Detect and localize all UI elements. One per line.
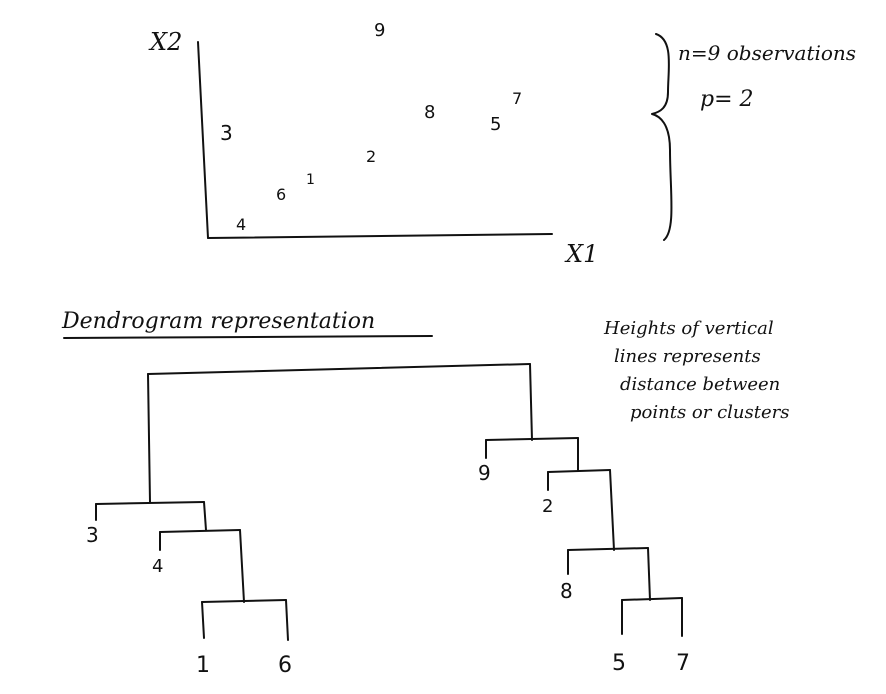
explanation-line-4: points or clusters — [630, 402, 789, 423]
explanation-line-1: Heights of vertical — [603, 318, 774, 339]
point-label-6: 6 — [276, 185, 286, 204]
root-crossbar — [147, 363, 531, 375]
x-axis-label: X1 — [564, 240, 598, 268]
leaf-label-6: 6 — [278, 653, 292, 678]
merge-2-cluster-crossbar — [547, 469, 611, 473]
point-label-8: 8 — [424, 102, 435, 123]
merge-1-6-crossbar — [201, 599, 287, 603]
leaf-label-3: 3 — [86, 523, 99, 547]
merge-8-cluster-right-drop — [647, 547, 651, 601]
explanation-line-3: distance between — [620, 374, 780, 395]
point-label-5: 5 — [490, 114, 501, 135]
leaf-label-8: 8 — [560, 579, 573, 603]
leaf-label-5: 5 — [612, 651, 626, 676]
x-axis-line — [207, 233, 553, 239]
y-axis-label: X2 — [148, 28, 182, 56]
merge-8-cluster-crossbar — [567, 547, 649, 551]
point-label-3: 3 — [220, 121, 233, 145]
heading-underline — [63, 335, 433, 339]
merge-3-cluster-crossbar — [95, 501, 205, 505]
merge-5-7-crossbar — [621, 597, 683, 601]
merge-4-cluster-crossbar — [159, 529, 241, 533]
root-left-drop — [147, 373, 151, 503]
point-label-4: 4 — [236, 215, 246, 234]
point-label-7: 7 — [512, 89, 522, 108]
dendrogram-heading: Dendrogram representation — [61, 309, 375, 334]
leaf-label-1: 1 — [196, 653, 210, 678]
merge-4-cluster-right-drop — [239, 529, 245, 603]
y-axis-line — [197, 41, 209, 239]
explanation-line-2: lines represents — [614, 346, 761, 367]
leaf-6-drop — [285, 599, 289, 641]
curly-brace — [651, 33, 673, 241]
merge-3-cluster-right-drop — [203, 501, 207, 531]
leaf-label-7: 7 — [676, 651, 690, 676]
point-label-2: 2 — [366, 147, 376, 166]
observations-note: n=9 observations — [678, 41, 856, 65]
point-label-1: 1 — [306, 172, 315, 188]
merge-2-cluster-right-drop — [609, 469, 615, 551]
variables-note: p= 2 — [700, 87, 754, 112]
merge-9-cluster-crossbar — [485, 437, 579, 441]
leaf-1-drop — [201, 601, 205, 639]
leaf-label-2: 2 — [542, 496, 553, 517]
leaf-label-4: 4 — [152, 556, 163, 577]
point-label-9: 9 — [374, 20, 385, 41]
root-right-drop — [529, 363, 533, 441]
leaf-label-9: 9 — [478, 461, 491, 485]
